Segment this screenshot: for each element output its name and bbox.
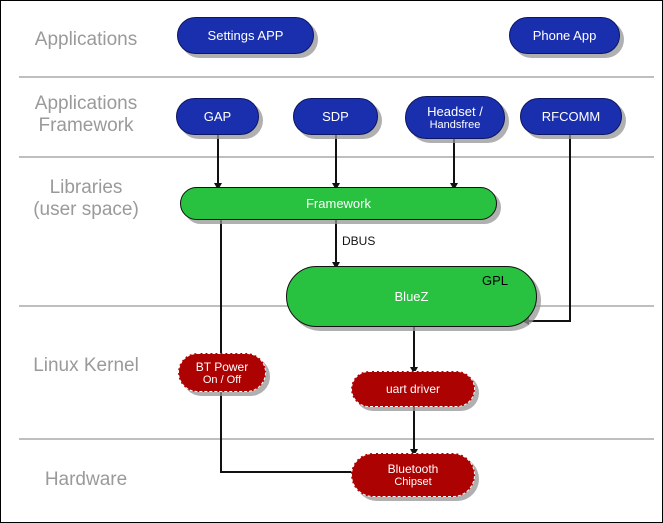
connector-uart-to-chipset [413,407,415,453]
connector-framework-to-bluez [335,220,337,266]
node-bluetooth-chipset[interactable]: Bluetooth Chipset [351,453,475,497]
node-framework[interactable]: Framework [180,187,497,220]
node-sdp-label: SDP [322,109,349,124]
node-settings-app-label: Settings APP [207,28,284,43]
edge-label-dbus: DBUS [342,234,376,248]
connector-sdp-to-framework [335,135,337,187]
node-headset-handsfree[interactable]: Headset / Handsfree [405,96,505,139]
node-bluez[interactable]: BlueZ [286,266,537,327]
node-bt-power-label-line1: BT Power [195,359,249,374]
arrowhead-rfcomm-to-bluez [522,317,529,325]
layer-label-libraries: Libraries (user space) [33,177,139,220]
node-phone-app[interactable]: Phone App [509,17,620,54]
connector-framework-to-chipset-vertical [220,217,222,473]
node-bt-power[interactable]: BT Power On / Off [178,353,266,392]
node-bluez-gpl-badge: GPL [482,273,509,288]
node-bluetooth-chipset-label-line2: Chipset [394,476,432,488]
layer-label-applications: Applications [34,29,138,50]
layer-label-applications-framework: Applications Framework [34,93,138,136]
node-uart-driver[interactable]: uart driver [351,371,475,407]
node-sdp[interactable]: SDP [293,98,378,135]
node-gap-label: GAP [203,109,232,124]
divider-linux-kernel [19,438,654,440]
connector-gap-to-framework [217,135,219,187]
connector-rfcomm-to-bluez [529,320,571,322]
connector-framework-to-chipset-horizontal [220,471,354,473]
node-headset-handsfree-label-line2: Handsfree [429,119,481,131]
node-headset-handsfree-label-line1: Headset / [427,104,483,119]
node-settings-app[interactable]: Settings APP [177,17,314,54]
divider-applications [19,76,654,78]
node-framework-label: Framework [305,196,371,211]
layer-label-linux-kernel: Linux Kernel [33,355,139,376]
connector-rfcomm-down [569,135,571,322]
layer-label-hardware: Hardware [44,469,128,490]
node-gap[interactable]: GAP [176,98,259,135]
node-rfcomm[interactable]: RFCOMM [520,98,622,135]
node-uart-driver-label: uart driver [385,382,441,396]
node-bluetooth-chipset-label-line1: Bluetooth [387,462,439,476]
node-rfcomm-label: RFCOMM [541,109,601,124]
connector-headset-to-framework [453,139,455,187]
connector-bluez-to-uart [413,327,415,371]
node-bluez-label: BlueZ [394,289,429,304]
node-phone-app-label: Phone App [532,28,597,43]
node-bt-power-label-line2: On / Off [202,373,242,386]
